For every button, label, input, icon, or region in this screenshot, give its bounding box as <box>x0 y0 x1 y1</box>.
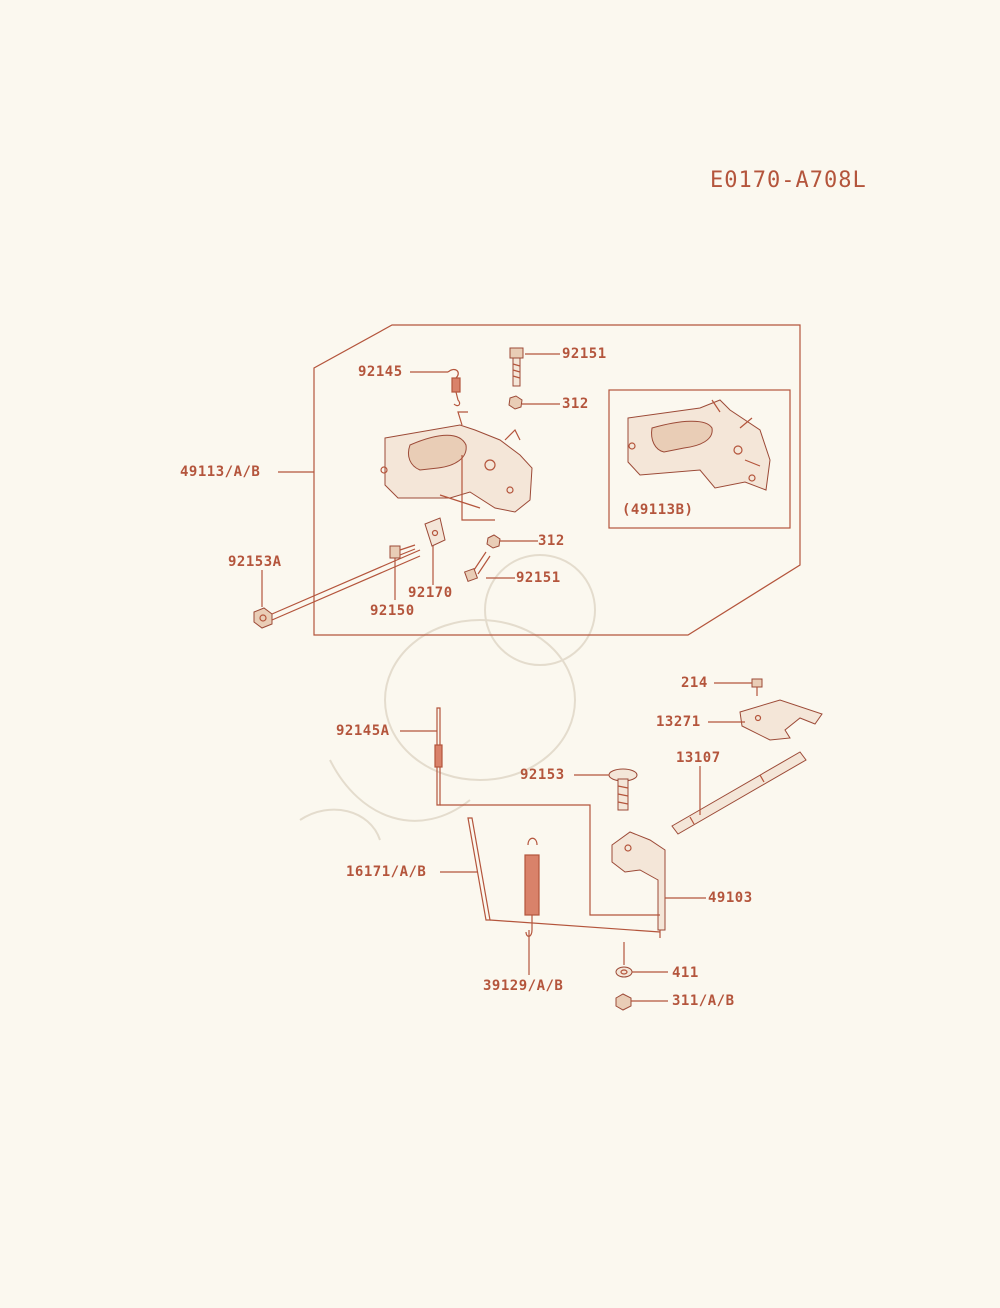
label-92150: 92150 <box>370 603 415 619</box>
assembly-frame <box>313 324 801 636</box>
spring-39129 <box>524 837 540 937</box>
bolt-92151-bottom <box>463 551 491 583</box>
label-312-bottom: 312 <box>538 533 565 549</box>
label-214: 214 <box>681 675 708 691</box>
label-92145a: 92145A <box>336 723 390 739</box>
label-92151-bottom: 92151 <box>516 570 561 586</box>
inset-box <box>608 389 791 529</box>
leader-lines <box>261 353 752 1002</box>
main-plate-49113 <box>380 411 533 521</box>
spring-92145 <box>447 368 461 407</box>
watermark-mascot <box>299 554 596 841</box>
inset-plate-49113b <box>627 399 771 491</box>
clamp-92170 <box>424 517 446 547</box>
label-13107: 13107 <box>676 750 721 766</box>
screw-92150 <box>389 544 416 559</box>
bolt-92153 <box>608 768 638 811</box>
nut-312-top <box>508 395 523 410</box>
label-49103: 49103 <box>708 890 753 906</box>
label-13271: 13271 <box>656 714 701 730</box>
screw-214 <box>751 678 763 696</box>
nut-312-bottom <box>486 534 501 549</box>
label-312-top: 312 <box>562 396 589 412</box>
label-49113: 49113/A/B <box>180 464 261 480</box>
label-92153a: 92153A <box>228 554 282 570</box>
label-411: 411 <box>672 965 699 981</box>
label-92153: 92153 <box>520 767 565 783</box>
label-311: 311/A/B <box>672 993 735 1009</box>
label-92145: 92145 <box>358 364 403 380</box>
nut-311 <box>615 993 632 1011</box>
lever-49103 <box>611 831 666 938</box>
rod-16171 <box>467 817 661 933</box>
diagram-id: E0170-A708L <box>710 168 867 193</box>
shaft-13107 <box>671 751 807 835</box>
label-16171: 16171/A/B <box>346 864 427 880</box>
label-39129: 39129/A/B <box>483 978 564 994</box>
inset-label: (49113B) <box>622 502 694 518</box>
washer-411 <box>615 966 633 978</box>
bolt-92151-top <box>509 347 524 387</box>
label-92170: 92170 <box>408 585 453 601</box>
plate-13271 <box>739 699 823 741</box>
label-92151-top: 92151 <box>562 346 607 362</box>
rod-92145a <box>434 707 660 916</box>
